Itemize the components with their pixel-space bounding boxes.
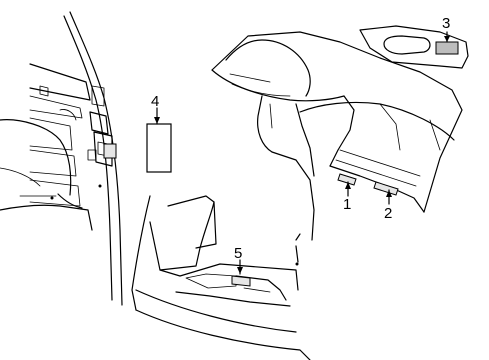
callout-number-5: 5 [234,245,242,262]
callout-number-1: 1 [343,196,351,213]
callout-number-3: 3 [442,15,450,32]
visor-part-drawing [359,25,469,69]
callout-2 [386,189,392,205]
cargo-area-drawing [131,195,311,360]
instrument-panel-drawing [211,31,463,241]
callout-number-4: 4 [151,93,159,110]
door-frame-drawing [0,11,123,306]
callout-number-2: 2 [384,205,392,222]
callout-1 [345,181,351,197]
label-4-part [146,107,172,173]
callout-5 [237,259,243,275]
